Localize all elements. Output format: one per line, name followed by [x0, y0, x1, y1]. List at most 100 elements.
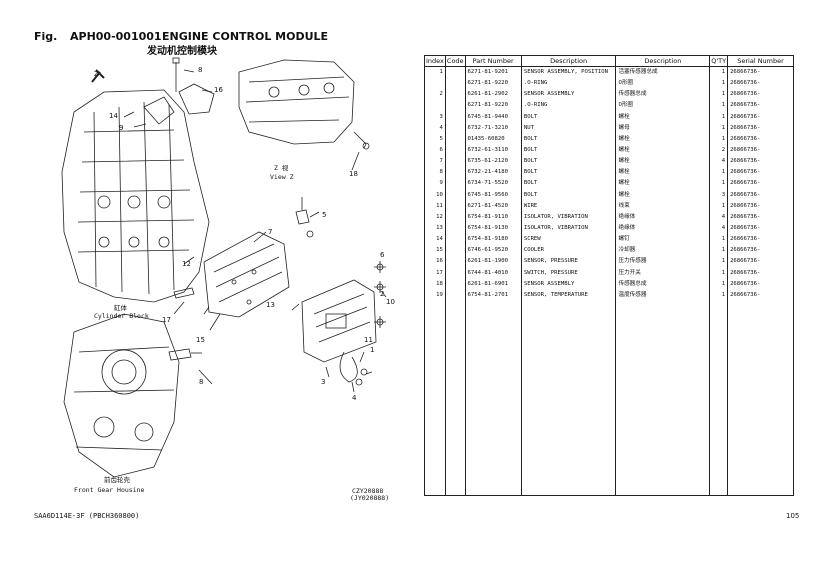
cell-part: 6734-71-5520: [464, 178, 522, 190]
callout-5: 5: [322, 211, 326, 219]
figure-code: APH00-001001: [70, 30, 162, 43]
cell-index: 3: [424, 111, 446, 123]
callout-12: 12: [182, 260, 191, 268]
callout-18: 18: [349, 170, 358, 178]
cell-code: [444, 122, 466, 134]
cell-qty: 1: [709, 200, 729, 212]
callout-4: 4: [352, 394, 357, 402]
cell-qty: 1: [709, 89, 729, 101]
col-code: Code: [444, 55, 466, 67]
cell-code: [444, 289, 466, 496]
cell-qty: 1: [709, 234, 729, 246]
cell-serial: 26866736-: [727, 267, 794, 279]
parts-table: Index Code Part Number Description Descr…: [424, 55, 794, 496]
cell-desc: ISOLATOR, VIBRATION: [520, 211, 617, 223]
view-z-block-outline: [238, 59, 355, 145]
cell-desc: ISOLATOR, VIBRATION: [520, 222, 617, 235]
cell-desc-cn: 螺栓: [615, 167, 711, 179]
cell-part: 6754-81-9110: [464, 211, 522, 223]
cell-desc: SWITCH, PRESSURE: [520, 267, 617, 279]
col-part-number: Part Number: [464, 55, 522, 67]
cell-desc: SENSOR ASSEMBLY, POSITION: [520, 66, 617, 79]
cell-desc-cn: 螺栓: [615, 144, 711, 157]
cell-desc: NUT: [520, 122, 617, 134]
callout-7: 7: [268, 228, 272, 236]
ref-code-2: (JY020888): [350, 494, 389, 502]
cell-desc: .O-RING: [520, 100, 617, 112]
cell-qty: 3: [709, 189, 729, 201]
cell-index: 17: [424, 267, 446, 279]
cell-desc-cn: 传感器总成: [615, 278, 711, 290]
col-description: Description: [520, 55, 617, 67]
callout-6: 6: [380, 251, 385, 259]
cell-code: [444, 111, 466, 123]
cell-desc: SENSOR, PRESSURE: [520, 256, 617, 268]
cell-serial: 26866736-: [727, 178, 794, 190]
cell-index: [424, 78, 446, 90]
cell-qty: 1: [709, 178, 729, 190]
ecm-outline: [301, 279, 377, 363]
cell-code: [444, 100, 466, 112]
cell-qty: 1: [709, 78, 729, 90]
cell-part: 6754-81-9130: [464, 222, 522, 235]
cylinder-block-en: Cylinder Block: [94, 312, 149, 320]
cell-part: 6261-81-2902: [464, 89, 522, 101]
cell-serial: 26866736-: [727, 100, 794, 112]
cell-desc: SENSOR ASSEMBLY: [520, 278, 617, 290]
cell-index: 1: [424, 66, 446, 79]
cell-code: [444, 200, 466, 212]
callout-10: 10: [386, 298, 395, 306]
cell-code: [444, 178, 466, 190]
cell-desc: BOLT: [520, 178, 617, 190]
cell-index: 4: [424, 122, 446, 134]
callout-11: 11: [364, 336, 373, 344]
cell-part: 6271-81-9220: [464, 78, 522, 90]
cell-part: 6754-81-2701: [464, 289, 522, 496]
cell-desc: SENSOR, TEMPERATURE: [520, 289, 617, 496]
callout-17: 17: [162, 316, 171, 324]
cell-part: 6746-61-9520: [464, 245, 522, 257]
cell-desc-cn: 温度传感器: [615, 289, 711, 496]
cell-part: 6271-81-9201: [464, 66, 522, 79]
cell-desc-cn: 传感器总成: [615, 89, 711, 101]
ref-code-1: CZY20888: [352, 487, 383, 495]
col-qty: Q'TY: [709, 55, 729, 67]
cell-code: [444, 167, 466, 179]
gear-housing-cn: 前齿轮壳: [104, 475, 131, 484]
callout-2: 2: [380, 290, 384, 298]
cell-part: 6745-81-9560: [464, 189, 522, 201]
cell-desc-cn: 螺栓: [615, 189, 711, 201]
cell-qty: 1: [709, 111, 729, 123]
cell-part: 6271-81-9220: [464, 100, 522, 112]
cell-qty: 4: [709, 156, 729, 168]
cell-code: [444, 156, 466, 168]
cell-serial: 26866736-: [727, 66, 794, 79]
cell-qty: 1: [709, 267, 729, 279]
cell-desc: SENSOR ASSEMBLY: [520, 89, 617, 101]
cell-serial: 26866736-: [727, 245, 794, 257]
cell-serial: 26866736-: [727, 167, 794, 179]
cell-desc: WIRE: [520, 200, 617, 212]
callout-8-lower: 8: [199, 378, 203, 386]
cell-part: 6732-21-4180: [464, 167, 522, 179]
cell-serial: 26866736-: [727, 89, 794, 101]
cell-code: [444, 245, 466, 257]
figure-label: Fig.: [34, 30, 58, 43]
cell-serial: 26866736-: [727, 144, 794, 157]
callout-13: 13: [266, 301, 275, 309]
page-number: 105: [786, 512, 800, 520]
